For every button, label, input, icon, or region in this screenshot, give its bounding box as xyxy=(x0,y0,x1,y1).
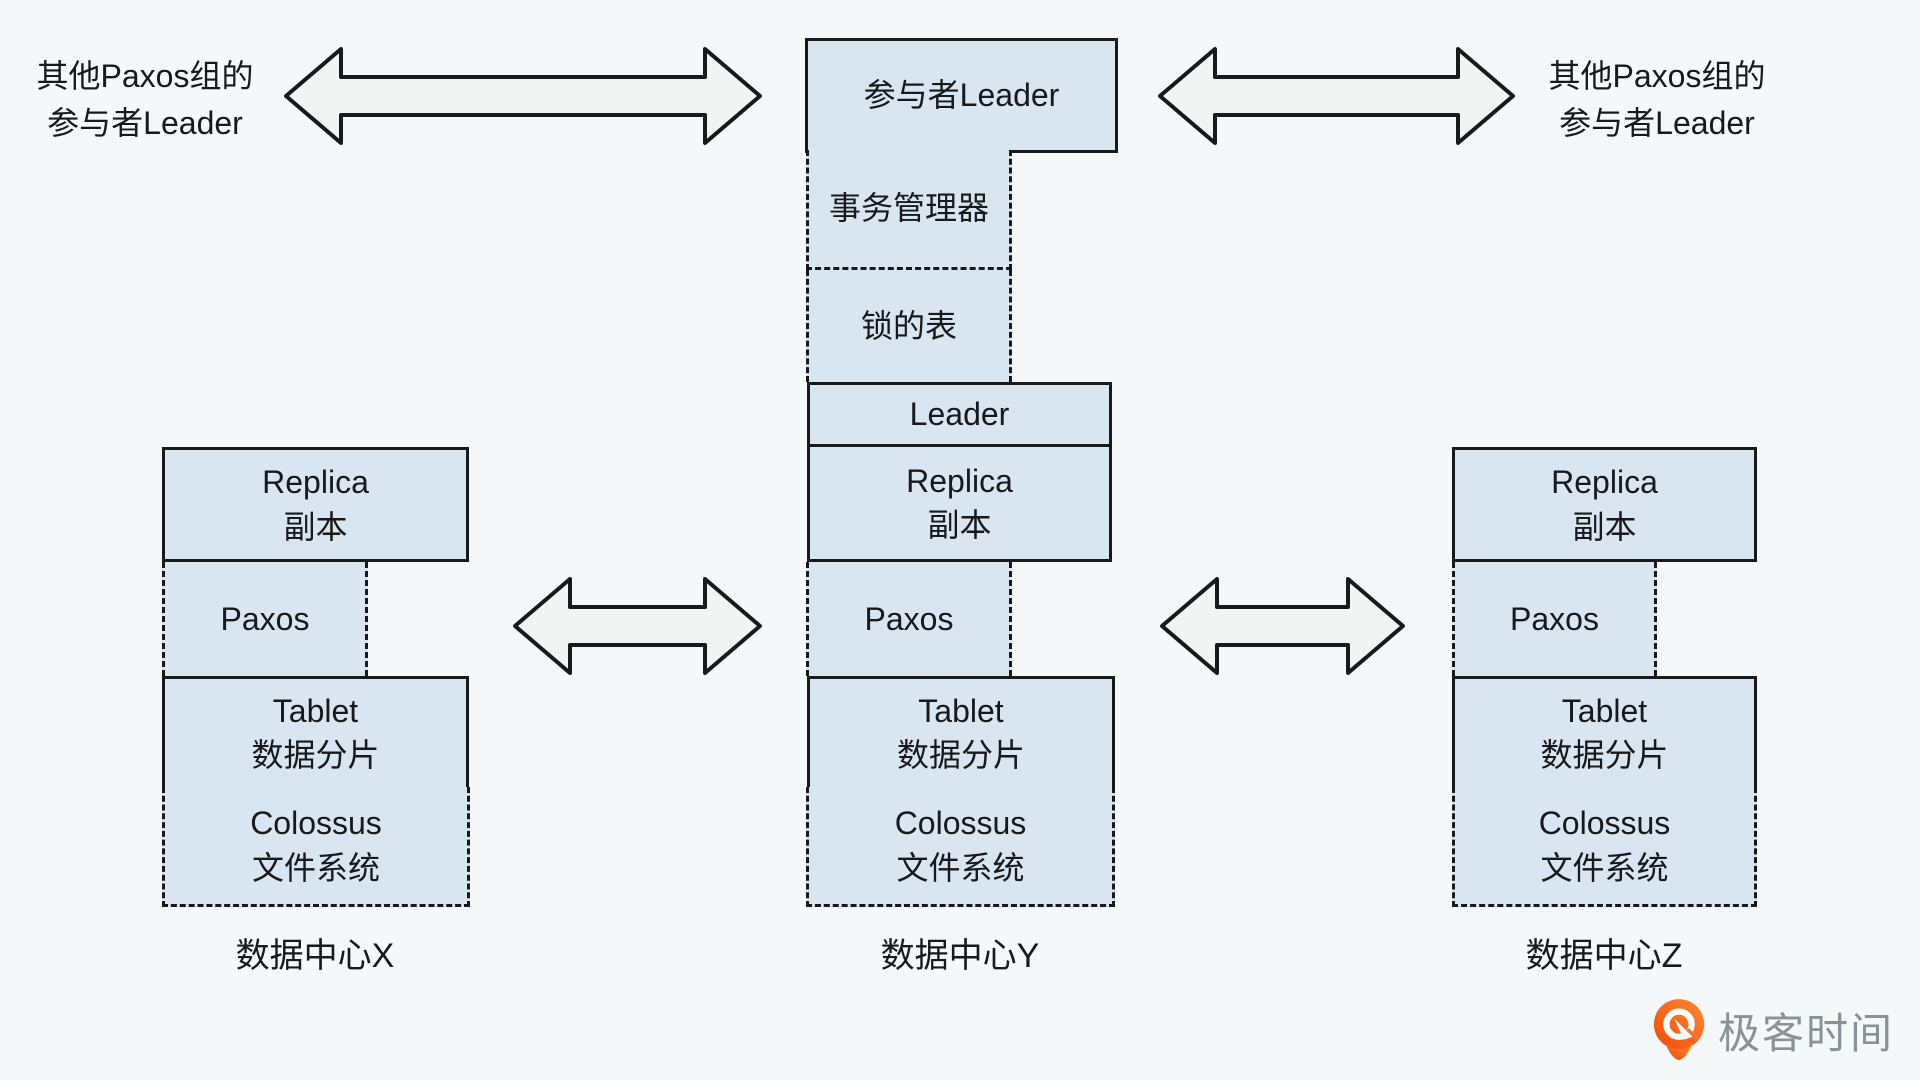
box-paxos-y: Paxos xyxy=(806,562,1012,676)
replica-y-en: Replica xyxy=(906,462,1013,499)
leader-text: Leader xyxy=(909,396,1010,433)
colossus-z-zh: 文件系统 xyxy=(1540,849,1669,886)
other-paxos-label-left-line2: 参与者Leader xyxy=(47,105,243,141)
paxos-x-text: Paxos xyxy=(220,600,310,637)
tablet-x-en: Tablet xyxy=(272,692,359,729)
box-tablet-x: Tablet 数据分片 xyxy=(162,676,469,790)
replica-x-en: Replica xyxy=(262,464,369,501)
datacenter-label-x: 数据中心X xyxy=(235,937,395,975)
other-paxos-label-right-line2: 参与者Leader xyxy=(1559,105,1755,141)
box-leader-y: Leader xyxy=(807,382,1112,447)
tablet-x-zh: 数据分片 xyxy=(251,737,380,773)
box-tablet-y: Tablet 数据分片 xyxy=(807,676,1115,790)
box-transaction-manager: 事务管理器 xyxy=(806,150,1012,270)
box-colossus-z: Colossus 文件系统 xyxy=(1452,787,1757,907)
other-paxos-label-left-line1: 其他Paxos组的 xyxy=(36,58,254,94)
geektime-logo-text: 极客时间 xyxy=(1718,1009,1895,1057)
colossus-z-en: Colossus xyxy=(1538,805,1671,842)
other-paxos-label-right-line1: 其他Paxos组的 xyxy=(1548,58,1766,94)
geektime-pin-icon xyxy=(1653,999,1705,1060)
other-paxos-label-right: 其他Paxos组的 参与者Leader xyxy=(1512,53,1802,147)
colossus-x-zh: 文件系统 xyxy=(251,849,380,886)
box-replica-z: Replica 副本 xyxy=(1452,447,1757,562)
double-arrow-top-left xyxy=(284,47,762,145)
replica-z-zh: 副本 xyxy=(1572,508,1637,545)
geektime-logo: 极客时间 xyxy=(1650,998,1894,1062)
box-tablet-z: Tablet 数据分片 xyxy=(1452,676,1757,790)
lock-table-text: 锁的表 xyxy=(860,307,957,344)
box-paxos-x: Paxos xyxy=(162,562,368,676)
colossus-y-en: Colossus xyxy=(894,805,1027,842)
tablet-y-en: Tablet xyxy=(918,692,1004,729)
tablet-z-en: Tablet xyxy=(1561,692,1648,729)
replica-y-zh: 副本 xyxy=(927,507,992,543)
box-replica-x: Replica 副本 xyxy=(162,447,469,562)
datacenter-label-z: 数据中心Z xyxy=(1525,937,1683,975)
tablet-y-zh: 数据分片 xyxy=(896,737,1025,773)
double-arrow-middle-right xyxy=(1160,577,1405,675)
box-replica-y: Replica 副本 xyxy=(807,444,1112,562)
box-paxos-z: Paxos xyxy=(1452,562,1657,676)
transaction-manager-text: 事务管理器 xyxy=(828,190,989,227)
tablet-z-zh: 数据分片 xyxy=(1540,737,1669,773)
double-arrow-top-right xyxy=(1158,47,1515,145)
datacenter-label-y: 数据中心Y xyxy=(880,937,1040,975)
other-paxos-label-left: 其他Paxos组的 参与者Leader xyxy=(0,53,290,147)
box-participant-leader: 参与者Leader xyxy=(805,38,1118,153)
box-colossus-x: Colossus 文件系统 xyxy=(162,787,470,907)
participant-leader-text: 参与者Leader xyxy=(863,77,1060,114)
replica-z-en: Replica xyxy=(1551,464,1658,501)
double-arrow-middle-left xyxy=(513,577,762,675)
colossus-y-zh: 文件系统 xyxy=(896,849,1025,886)
box-lock-table: 锁的表 xyxy=(806,270,1012,382)
box-colossus-y: Colossus 文件系统 xyxy=(806,787,1115,907)
paxos-z-text: Paxos xyxy=(1510,600,1599,637)
replica-x-zh: 副本 xyxy=(283,508,348,545)
colossus-x-en: Colossus xyxy=(250,805,382,842)
paxos-y-text: Paxos xyxy=(864,600,954,637)
